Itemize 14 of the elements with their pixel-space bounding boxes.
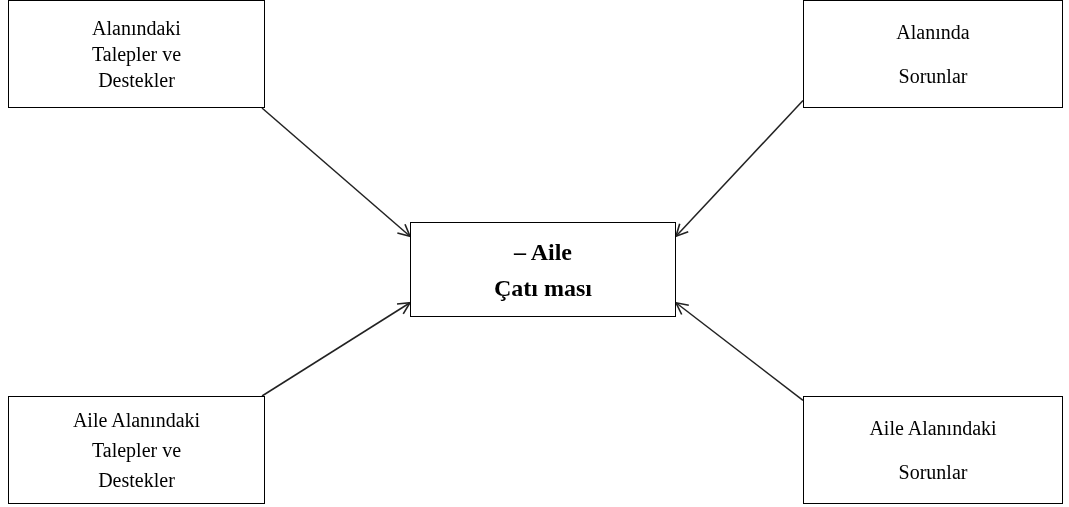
box-label: Aile Alanındaki Talepler ve Destekler [71, 408, 202, 493]
arrow [675, 99, 804, 238]
arrow [675, 301, 804, 402]
text-box [803, 396, 1063, 504]
text-box [410, 222, 676, 317]
arrow [261, 107, 411, 238]
box-label: Alanında Sorunlar [895, 20, 971, 89]
arrow [261, 301, 411, 397]
text-box [803, 0, 1063, 108]
text-box [8, 396, 265, 504]
box-label: Alanındaki Talepler ve Destekler [90, 16, 183, 93]
text-box [8, 0, 265, 108]
box-label: – Aile Çatı ması [493, 237, 593, 303]
box-label: Aile Alanındaki Sorunlar [868, 416, 998, 485]
